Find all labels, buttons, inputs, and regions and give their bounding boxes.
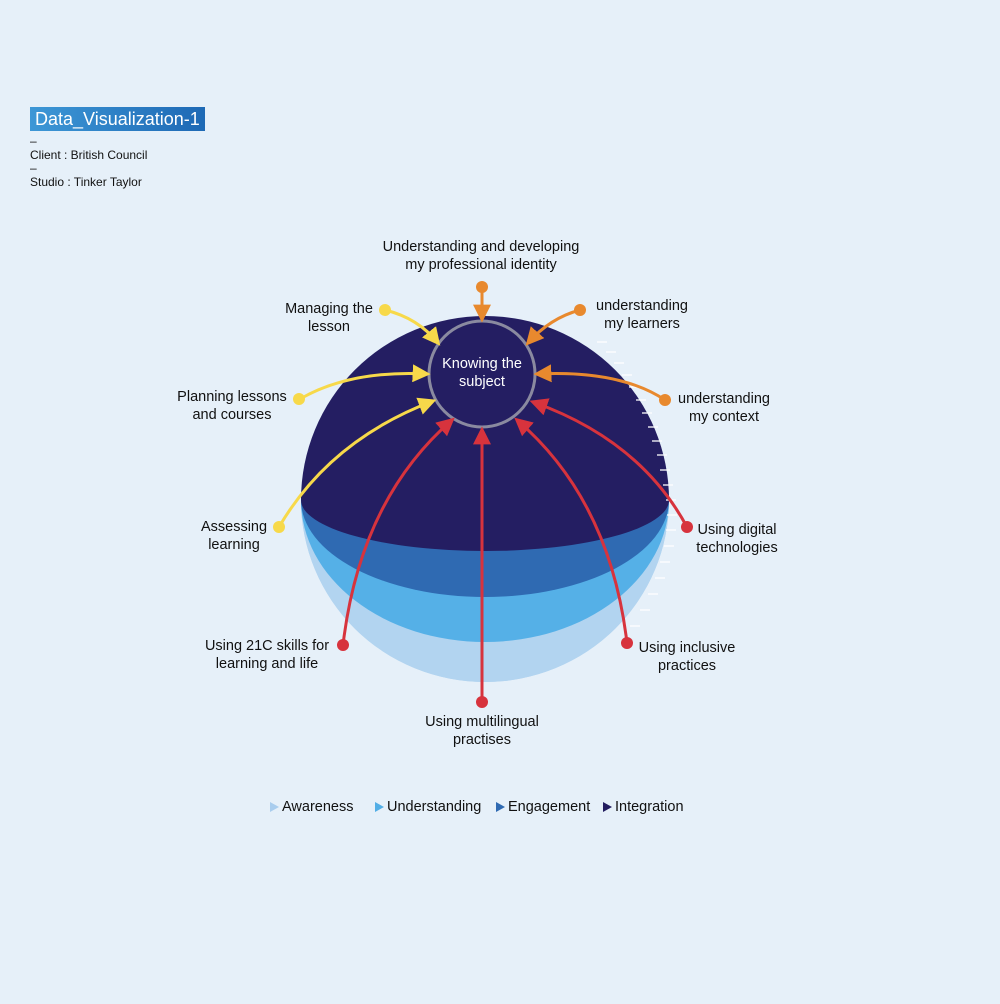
client-line: Client : British Council xyxy=(30,147,148,162)
triangle-right-icon xyxy=(270,802,279,812)
red-endpoints xyxy=(337,521,693,708)
professional-identity-dot-icon xyxy=(476,281,488,293)
legend-item-awareness: Awareness xyxy=(270,799,353,815)
label-21c-skills: Using 21C skills for learning and life xyxy=(204,638,330,672)
triangle-right-icon xyxy=(603,802,612,812)
managing-dot-icon xyxy=(379,304,391,316)
dash-separator: – xyxy=(30,161,37,175)
assessing-arrow xyxy=(277,397,437,528)
orange-endpoints xyxy=(476,281,671,406)
digital-arrow xyxy=(529,398,689,528)
label-learners: understanding my learners xyxy=(596,298,688,332)
planning-arrow xyxy=(299,364,431,401)
learners-dot-icon xyxy=(574,304,586,316)
context-arrow xyxy=(533,364,666,402)
label-multilingual: Using multilingual practises xyxy=(425,714,539,748)
legend-item-integration: Integration xyxy=(603,799,684,815)
label-assessing: Assessing learning xyxy=(200,519,268,553)
label-managing: Managing the lesson xyxy=(285,301,373,335)
skills21c-dot-icon xyxy=(337,639,349,651)
header: Data_Visualization-1 – Client : British … xyxy=(30,107,205,189)
skills21c-arrow xyxy=(341,417,455,646)
multilingual-dot-icon xyxy=(476,696,488,708)
legend-item-engagement: Engagement xyxy=(496,799,590,815)
triangle-right-icon xyxy=(375,802,384,812)
triangle-right-icon xyxy=(496,802,505,812)
assessing-dot-icon xyxy=(273,521,285,533)
label-professional-identity: Understanding and developing my professi… xyxy=(382,239,580,273)
label-context: understanding my context xyxy=(678,391,770,425)
label-inclusive: Using inclusive practices xyxy=(638,640,736,674)
legend-item-understanding: Understanding xyxy=(375,799,481,815)
red-connectors xyxy=(341,398,689,702)
page-title: Data_Visualization-1 xyxy=(30,107,205,131)
label-digital: Using digital technologies xyxy=(696,522,778,556)
studio-line: Studio : Tinker Taylor xyxy=(30,174,142,189)
digital-dot-icon xyxy=(681,521,693,533)
planning-dot-icon xyxy=(293,393,305,405)
inclusive-arrow xyxy=(514,417,629,644)
inclusive-dot-icon xyxy=(621,637,633,649)
context-dot-icon xyxy=(659,394,671,406)
dash-separator: – xyxy=(30,134,37,148)
label-planning: Planning lessons and courses xyxy=(177,389,287,423)
yellow-connectors xyxy=(277,308,441,528)
yellow-endpoints xyxy=(273,304,391,533)
managing-arrow xyxy=(384,308,441,346)
center-label: Knowing the subject xyxy=(442,356,522,390)
